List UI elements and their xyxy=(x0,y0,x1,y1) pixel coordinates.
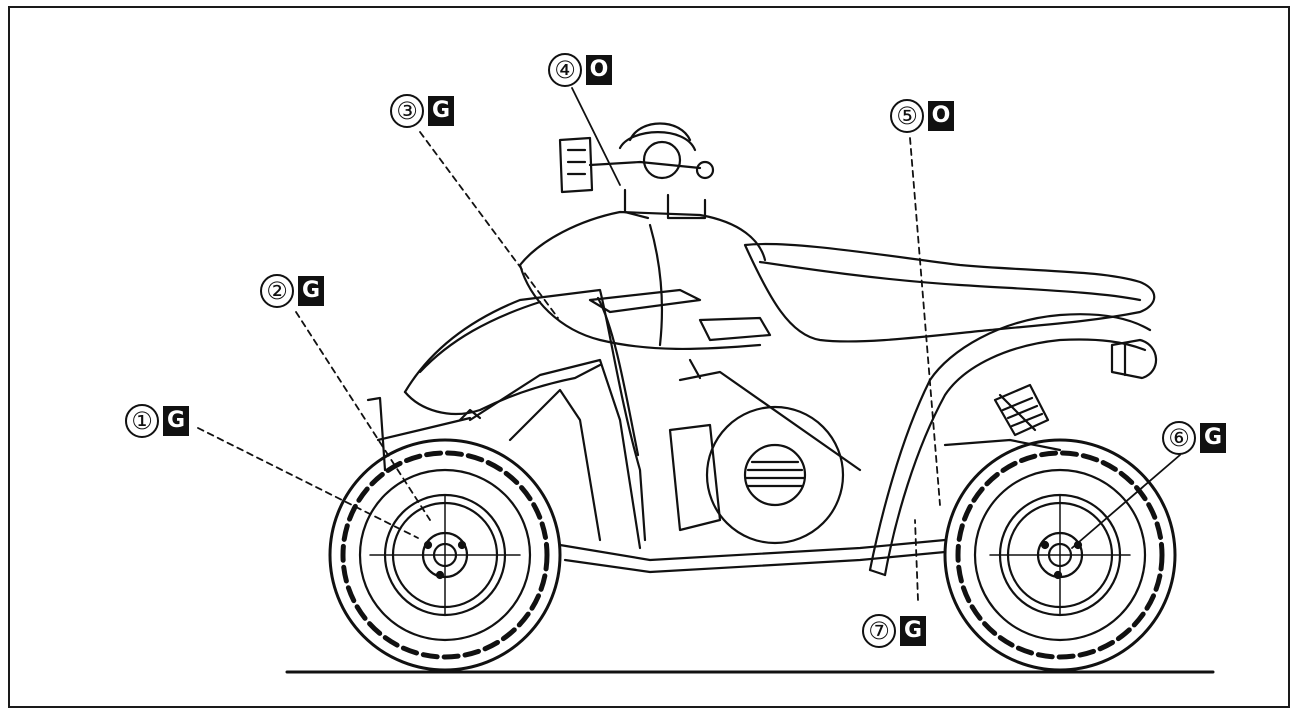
callout-2-number: ② xyxy=(260,274,294,308)
callout-3: ③ G xyxy=(390,93,454,129)
seat xyxy=(743,242,1156,343)
callout-4-code: O xyxy=(586,55,612,85)
callout-1: ① G xyxy=(125,403,189,439)
callout-6-number: ⑥ xyxy=(1162,421,1196,455)
callout-4-number: ④ xyxy=(548,53,582,87)
front-wheel xyxy=(328,438,562,672)
leader-lines xyxy=(197,87,1181,601)
callout-6: ⑥ G xyxy=(1162,420,1226,456)
rear-fender xyxy=(868,313,1152,577)
callout-3-code: G xyxy=(428,96,454,126)
leader-6 xyxy=(1071,454,1181,549)
callout-7-code: G xyxy=(900,616,926,646)
callout-7: ⑦ G xyxy=(862,613,926,649)
leader-3 xyxy=(419,131,559,319)
callout-1-code: G xyxy=(163,406,189,436)
engine xyxy=(668,358,862,545)
leader-1 xyxy=(197,427,419,539)
callout-3-number: ③ xyxy=(390,94,424,128)
leader-5 xyxy=(909,137,941,506)
leader-7 xyxy=(914,519,919,601)
callout-7-number: ⑦ xyxy=(862,614,896,648)
rear-shock xyxy=(943,383,1062,452)
rear-wheel xyxy=(943,438,1177,672)
callout-4: ④ O xyxy=(548,52,612,88)
callout-2-code: G xyxy=(298,276,324,306)
atv-frame xyxy=(468,358,947,574)
leader-4 xyxy=(571,87,621,186)
figure-frame xyxy=(8,6,1290,708)
front-suspension xyxy=(366,396,482,472)
fuel-tank xyxy=(518,210,772,351)
callout-2: ② G xyxy=(260,273,324,309)
callout-5-number: ⑤ xyxy=(890,99,924,133)
leader-2 xyxy=(295,311,431,521)
callout-6-code: G xyxy=(1200,423,1226,453)
front-fender xyxy=(403,288,647,542)
handlebar xyxy=(558,122,715,220)
tail-light xyxy=(1110,338,1158,380)
callout-1-number: ① xyxy=(125,404,159,438)
callout-5-code: O xyxy=(928,101,954,131)
callout-5: ⑤ O xyxy=(890,98,954,134)
